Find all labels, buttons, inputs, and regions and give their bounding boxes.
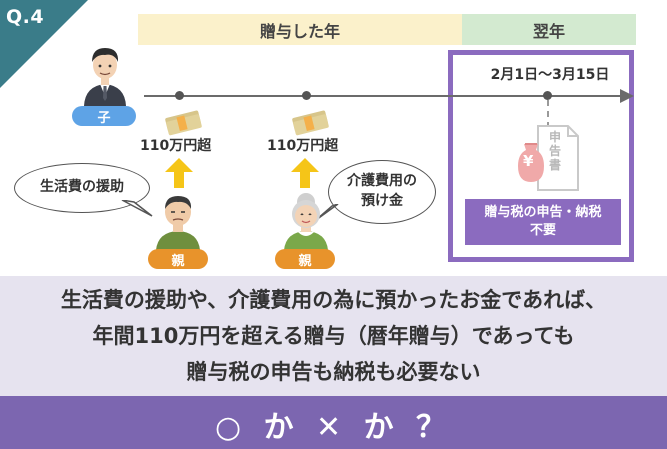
- result-line1: 贈与税の申告・納税: [484, 205, 602, 221]
- timeline-dot: [543, 91, 552, 100]
- next-year-header: 翌年: [462, 14, 636, 45]
- money-bundle-icon: [165, 110, 202, 136]
- result-line2: 不要: [529, 223, 556, 238]
- living-support-bubble: 生活費の援助: [14, 163, 150, 213]
- timeline-arrowhead-icon: [620, 89, 634, 103]
- living-support-text: 生活費の援助: [40, 179, 124, 196]
- document-label: 申告書: [548, 130, 561, 172]
- statement-line3: 贈与税の申告も納税も必要ない: [186, 360, 481, 384]
- tax-return-document-icon: [518, 125, 579, 191]
- parent-tag-1: 親: [148, 249, 208, 269]
- statement-line2: 年間110万円を超える贈与（暦年贈与）であっても: [92, 324, 575, 348]
- bubble-tail-icon: [315, 204, 339, 221]
- child-tag: 子: [72, 106, 136, 126]
- bubble-tail-icon: [121, 200, 153, 217]
- care-deposit-bubble: 介護費用の 預け金: [328, 160, 436, 224]
- gift-amount-2: 110万円超: [267, 138, 339, 154]
- mother-avatar-icon: [284, 193, 328, 250]
- gift-amount-1: 110万円超: [140, 138, 212, 154]
- money-bundle-icon: [292, 110, 329, 136]
- timeline-dot: [302, 91, 311, 100]
- statement-background: [0, 276, 667, 396]
- father-avatar-icon: [156, 196, 200, 250]
- quiz-prompt: ○ か ✕ か ？: [214, 410, 453, 445]
- statement: 生活費の援助や、介護費用の為に預かったお金であれば、 年間110万円を超える贈与…: [0, 282, 667, 390]
- yen-symbol: ¥: [523, 152, 534, 170]
- gift-year-header: 贈与した年: [138, 14, 462, 45]
- up-arrow-icon: [291, 158, 319, 188]
- quiz-background: [0, 396, 667, 449]
- up-arrow-icon: [165, 158, 193, 188]
- parent-tag-2: 親: [275, 249, 335, 269]
- filing-period-label: 2月1日～3月15日: [490, 67, 610, 83]
- statement-line1: 生活費の援助や、介護費用の為に預かったお金であれば、: [60, 288, 607, 312]
- question-number: Q.4: [6, 6, 45, 28]
- timeline-dot: [175, 91, 184, 100]
- child-avatar-icon: [84, 48, 126, 106]
- care-deposit-text-line2: 預け金: [361, 193, 403, 209]
- result-label: 贈与税の申告・納税 不要: [465, 199, 621, 245]
- care-deposit-text-line1: 介護費用の: [347, 173, 417, 190]
- timeline-line: [144, 95, 622, 97]
